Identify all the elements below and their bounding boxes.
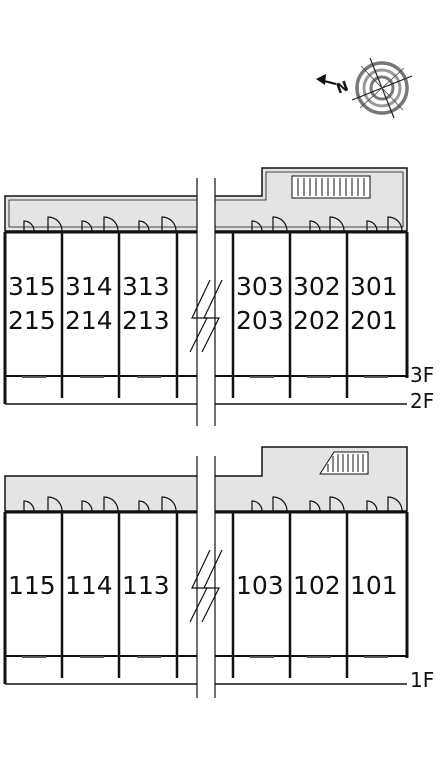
north-label: N — [334, 78, 350, 97]
unit-number: 215 — [8, 306, 56, 335]
unit-number: 302 — [293, 272, 341, 301]
unit-number: 114 — [65, 571, 113, 600]
doors-lower — [23, 496, 403, 512]
unit-number: 202 — [293, 306, 341, 335]
unit-number: 315 — [8, 272, 56, 301]
staircase-upper — [291, 175, 371, 199]
unit-number: 115 — [8, 571, 56, 600]
unit-number: 203 — [236, 306, 284, 335]
break-gap-upper — [142, 178, 223, 426]
unit-number: 314 — [65, 272, 113, 301]
floor-label-3f: 3F — [410, 363, 434, 387]
unit-number: 214 — [65, 306, 113, 335]
staircase-lower — [319, 451, 369, 475]
floor-label-1f: 1F — [410, 668, 434, 692]
lower-building: 115 114 113 103 102 101 1F — [3, 446, 434, 698]
unit-labels-upper: 315 314 313 215 214 213 303 302 301 203 … — [8, 272, 398, 335]
unit-number: 113 — [122, 571, 170, 600]
upper-building: 315 314 313 215 214 213 303 302 301 203 … — [3, 167, 434, 426]
unit-labels-lower: 115 114 113 103 102 101 — [8, 571, 398, 600]
unit-number: 213 — [122, 306, 170, 335]
unit-number: 313 — [122, 272, 170, 301]
compass-rose-icon — [351, 57, 413, 119]
compass: N — [316, 57, 413, 119]
unit-number: 301 — [350, 272, 398, 301]
unit-number: 102 — [293, 571, 341, 600]
unit-number: 303 — [236, 272, 284, 301]
floor-label-2f: 2F — [410, 389, 434, 413]
unit-number: 103 — [236, 571, 284, 600]
north-arrow-icon — [316, 74, 337, 85]
unit-number: 201 — [350, 306, 398, 335]
unit-number: 101 — [350, 571, 398, 600]
doors-upper — [23, 216, 403, 232]
break-gap-lower — [189, 456, 223, 698]
